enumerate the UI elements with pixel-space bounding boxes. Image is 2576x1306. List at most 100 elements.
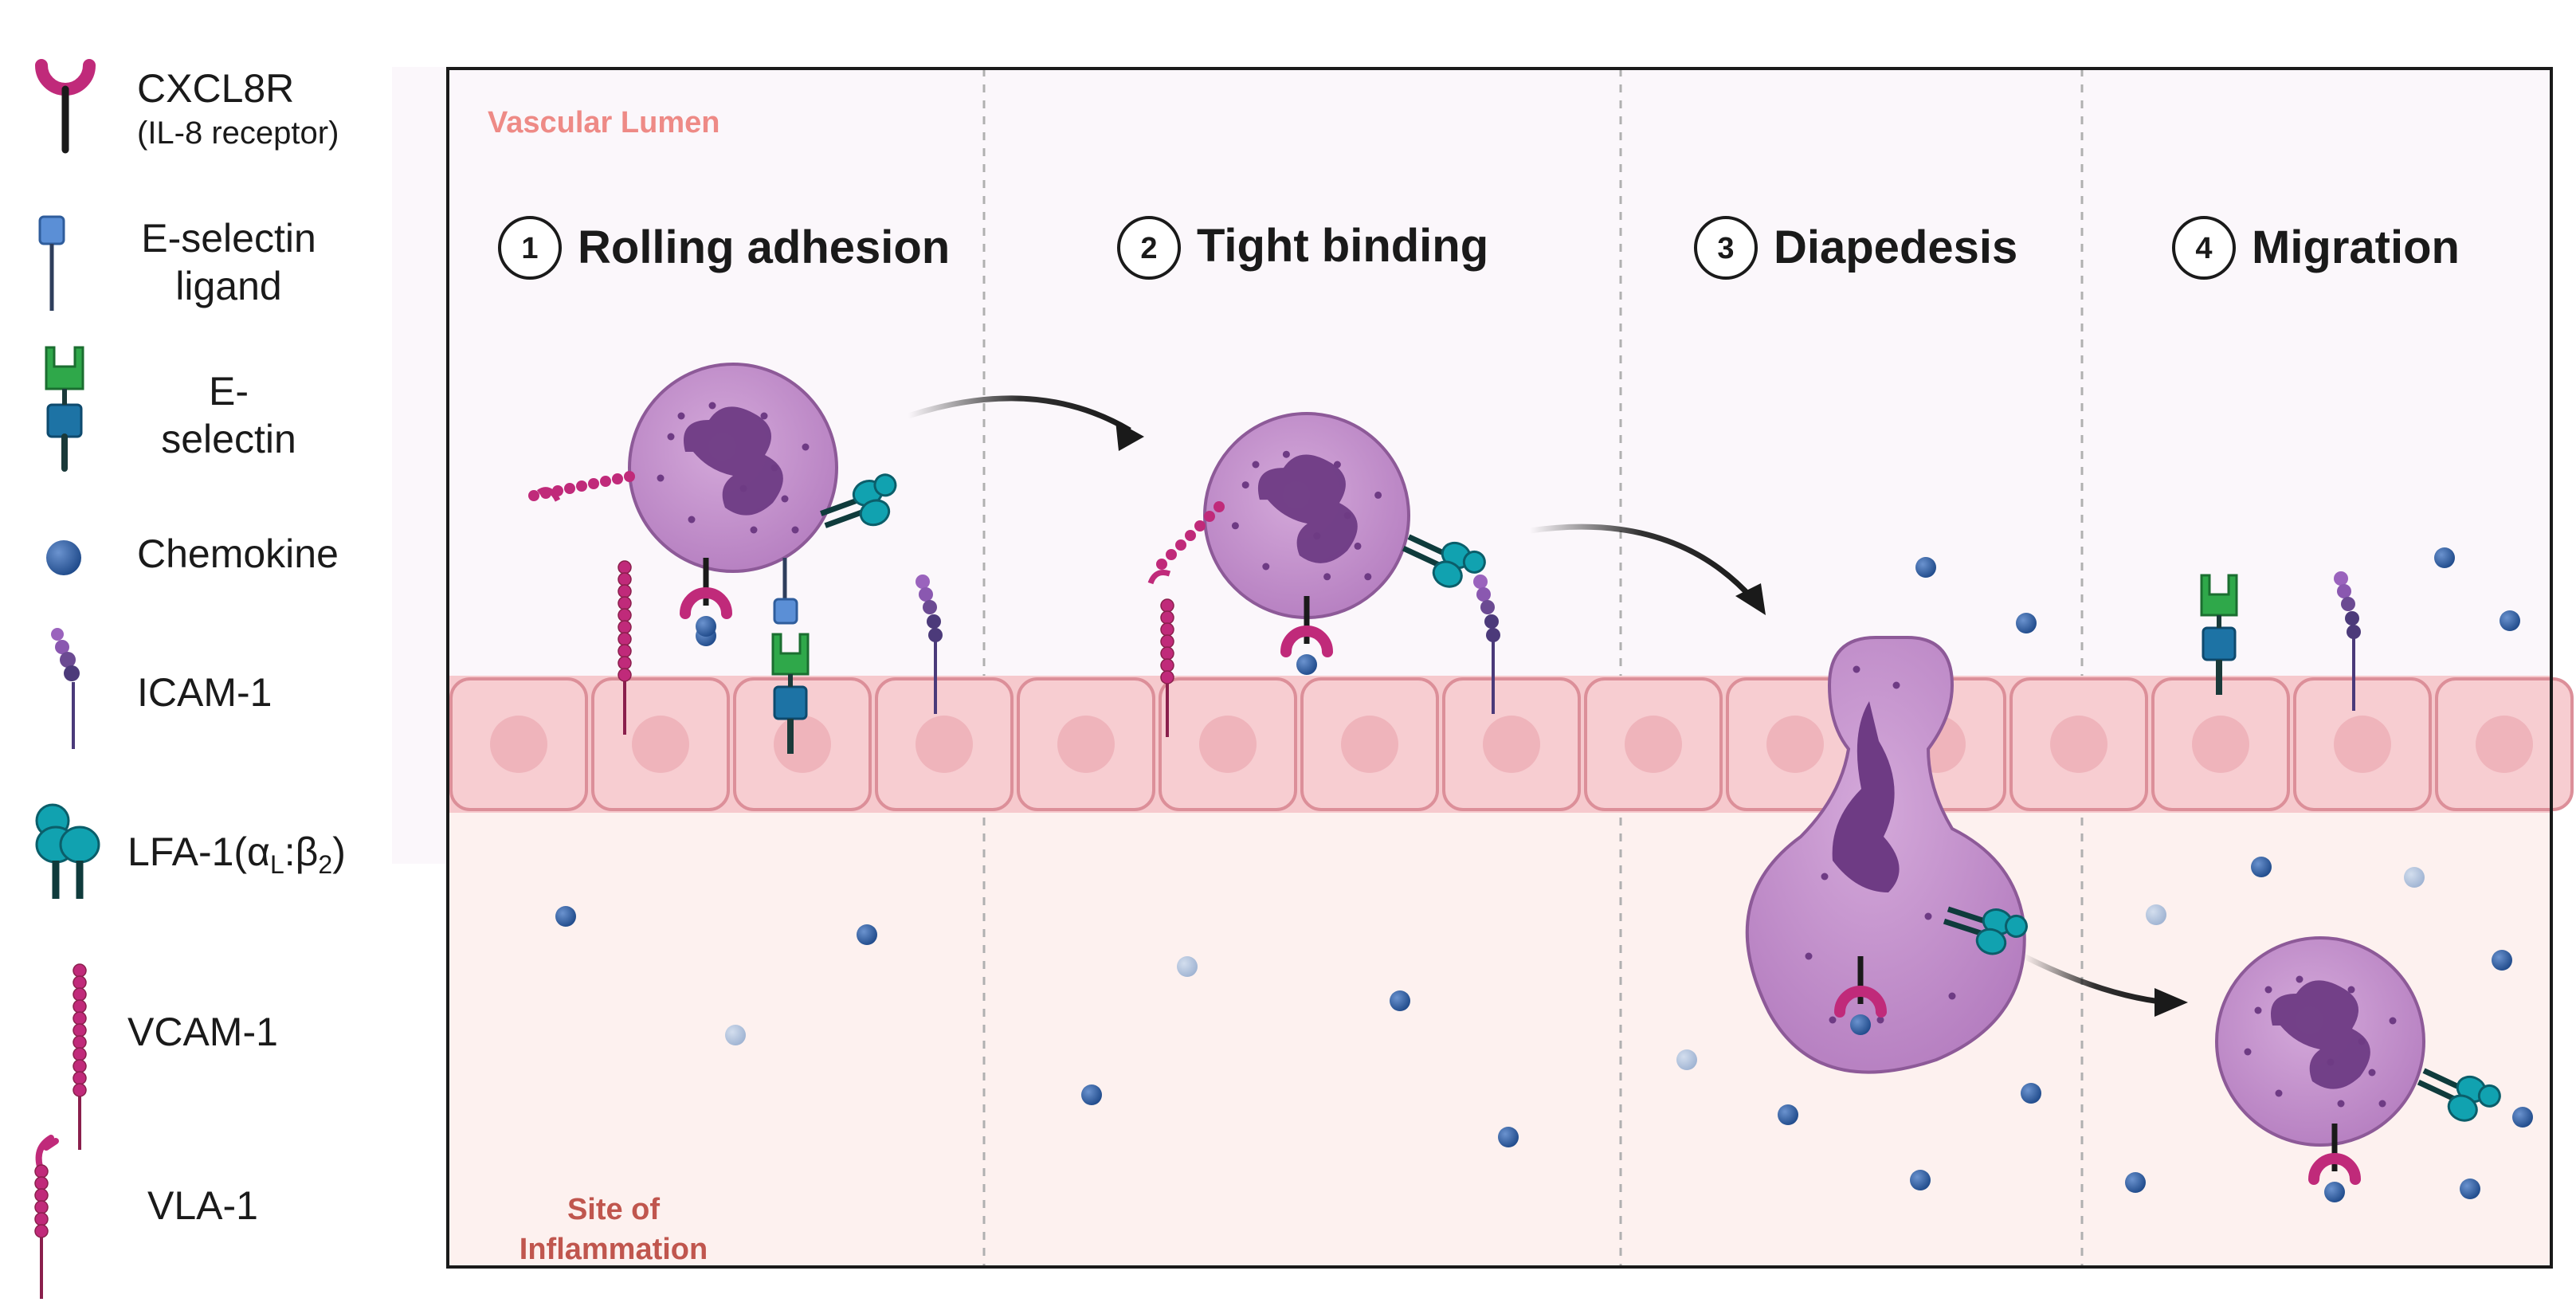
lfa-1-on-leukocyte — [2417, 1068, 2501, 1122]
endothelial-nucleus — [2050, 716, 2107, 773]
legend-label-lfa-1: LFA-1(αL:β2) — [127, 829, 346, 879]
chemokine — [555, 906, 576, 927]
vcam-1-endothelial — [618, 560, 632, 735]
legend-item-cxcl8r: CXCL8R (IL-8 receptor) — [35, 59, 339, 154]
e-selectin-icon — [45, 346, 84, 472]
step-number-3: 3 — [1717, 232, 1734, 265]
nucleus — [2271, 980, 2370, 1089]
vla-1-endothelial — [1160, 598, 1174, 737]
chemokine — [1915, 557, 1936, 578]
nucleus — [684, 406, 783, 516]
arrow-2-head — [1735, 583, 1766, 615]
vla-1-on-leukocyte — [1147, 501, 1225, 585]
chemokine — [2434, 547, 2455, 568]
legend-sublabel-cxcl8r: (IL-8 receptor) — [137, 116, 339, 151]
step-title-2: Tight binding — [1197, 220, 1488, 272]
lfa-1-icon — [35, 803, 100, 899]
vla-1-on-leukocyte — [528, 471, 635, 502]
legend-label-e-selectin-line2: selectin — [161, 417, 296, 461]
nucleus — [1257, 454, 1358, 563]
chemokine — [2251, 857, 2272, 877]
vla-1-chain — [34, 1135, 59, 1299]
chemokine-faded — [1676, 1049, 1697, 1070]
cxcl8r-on-leukocyte — [2308, 1124, 2361, 1202]
legend-label-e-selectin-line1: E- — [209, 369, 249, 414]
step-title-3: Diapedesis — [1774, 222, 2017, 273]
nucleus — [1832, 701, 1900, 892]
lfa-1-on-leukocyte — [1943, 906, 2028, 955]
step-header-2: 2 Tight binding — [1117, 216, 1488, 280]
step-header-1: 1 Rolling adhesion — [498, 216, 950, 280]
endothelium-layer — [448, 676, 2574, 813]
vcam-1-icon — [73, 963, 87, 1150]
chemokine — [2460, 1179, 2480, 1199]
step-number-1: 1 — [521, 232, 538, 265]
legend-label-vla-1: VLA-1 — [147, 1183, 258, 1228]
tissue-area — [448, 813, 2551, 1269]
cxcl8r-receptor-icon — [35, 59, 96, 154]
endothelial-nucleus — [916, 716, 973, 773]
leukocyte-rolling — [528, 363, 897, 637]
step-number-4: 4 — [2195, 232, 2212, 265]
chemokine — [2016, 613, 2037, 633]
icam-1-endothelial — [916, 575, 943, 714]
chemokine — [2125, 1172, 2146, 1193]
chemokine-faded — [725, 1025, 746, 1045]
legend-item-e-selectin-ligand: E-selectin ligand — [38, 215, 316, 311]
step-header-3: 3 Diapedesis — [1694, 216, 2017, 280]
chemokine-icon — [46, 540, 81, 575]
vascular-lumen-label: Vascular Lumen — [488, 106, 719, 139]
icam-1-icon — [51, 628, 80, 749]
legend-label-icam-1: ICAM-1 — [137, 670, 272, 715]
endothelial-nucleus — [2476, 716, 2533, 773]
e-selectin-endothelial — [771, 633, 810, 754]
legend-label-chemokine: Chemokine — [137, 531, 339, 576]
chemokine — [1081, 1084, 1102, 1105]
legend-item-chemokine: Chemokine — [46, 531, 339, 576]
chemokine — [2492, 950, 2512, 971]
endothelial-nucleus — [774, 716, 831, 773]
chemokine — [2021, 1083, 2041, 1104]
chemokine — [857, 924, 877, 945]
legend-item-e-selectin: E- selectin — [45, 346, 296, 472]
chemokine — [1778, 1104, 1798, 1125]
chemokine — [2512, 1107, 2533, 1128]
endothelial-nucleus — [1057, 716, 1115, 773]
legend: CXCL8R (IL-8 receptor) E-selectin ligand… — [34, 59, 346, 1299]
endothelial-nucleus — [2334, 716, 2391, 773]
lfa-1-on-leukocyte — [820, 473, 897, 528]
arrow-1-head — [1115, 421, 1144, 451]
arrow-2-to-3 — [1529, 524, 1755, 602]
endothelial-nucleus — [1341, 716, 1398, 773]
site-of-inflammation-label-line1: Site of — [567, 1193, 660, 1226]
arrow-3-to-4 — [2022, 953, 2168, 1006]
endothelial-nucleus — [1625, 716, 1682, 773]
e-selectin-ligand-icon — [38, 215, 65, 311]
legend-item-vcam-1: VCAM-1 — [73, 963, 278, 1150]
legend-item-lfa-1: LFA-1(αL:β2) — [35, 803, 346, 899]
legend-item-vla-1: VLA-1 — [34, 1135, 258, 1299]
e-selectin-endothelial — [2200, 574, 2238, 695]
chemokine-faded — [2146, 904, 2166, 925]
endothelial-nucleus — [1483, 716, 1540, 773]
vcam-1-chain — [73, 963, 87, 1150]
endothelial-nucleus — [490, 716, 547, 773]
leukocyte-tight-binding — [1147, 412, 1486, 675]
legend-item-icam-1: ICAM-1 — [51, 628, 272, 749]
endothelial-nucleus — [1766, 716, 1824, 773]
chemokine-faded — [1177, 956, 1198, 977]
icam-1-endothelial — [2334, 571, 2361, 711]
leukocyte-migration — [2215, 936, 2501, 1202]
endothelial-nucleus — [1199, 716, 1257, 773]
step-header-4: 4 Migration — [2172, 216, 2460, 280]
cxcl8r-on-leukocyte — [1280, 596, 1333, 675]
chemokine — [2500, 610, 2520, 631]
legend-label-e-selectin-ligand-line2: ligand — [175, 264, 281, 308]
chemokine — [1498, 1127, 1519, 1147]
cxcl8r-on-leukocyte — [680, 558, 732, 637]
endothelial-nucleus — [2192, 716, 2249, 773]
chemokine — [1390, 990, 1410, 1011]
flow-arrows — [907, 395, 2188, 1017]
step-number-2: 2 — [1140, 232, 1157, 265]
